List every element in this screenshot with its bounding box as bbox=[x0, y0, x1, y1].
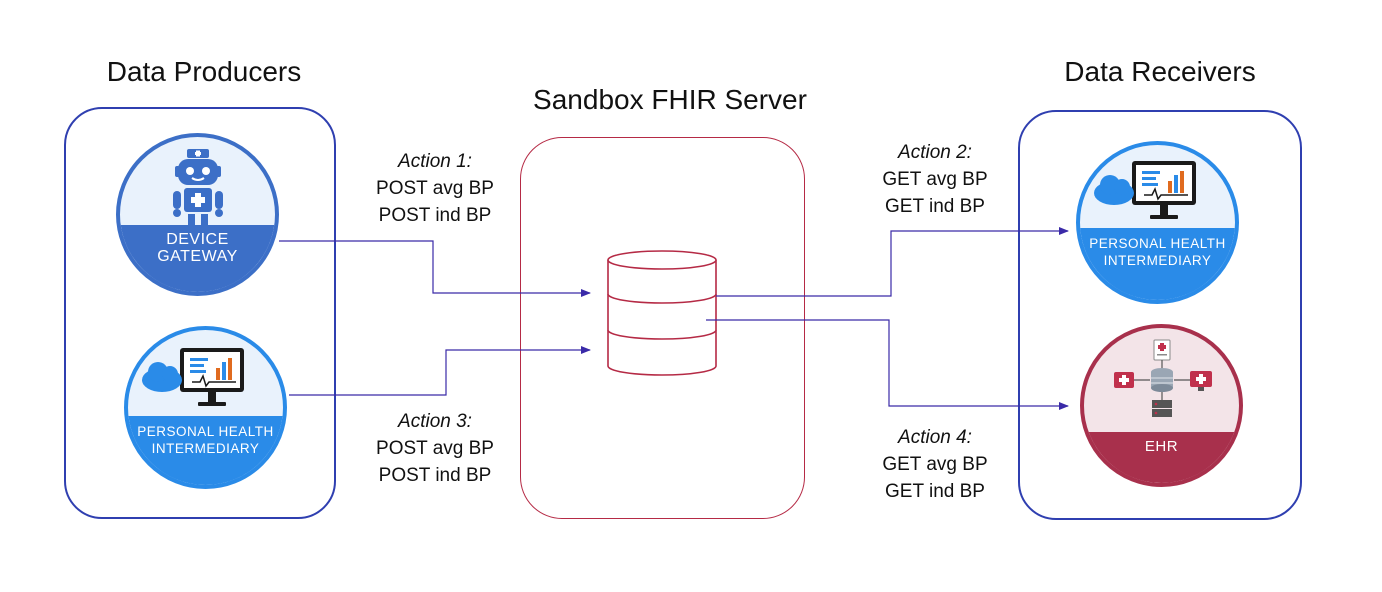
action-3-head: Action 3: bbox=[398, 411, 472, 432]
phi-receiver-label-line2: INTERMEDIARY bbox=[1103, 253, 1212, 268]
producers-title: Data Producers bbox=[106, 56, 302, 87]
phi-receiver-label: PERSONAL HEALTH INTERMEDIARY bbox=[1080, 228, 1235, 300]
device-gateway-label-line1: DEVICE bbox=[166, 231, 229, 248]
action-4-line2: GET ind BP bbox=[885, 481, 985, 502]
phi-producer-label-line2: INTERMEDIARY bbox=[151, 441, 260, 456]
action-4-arrow bbox=[706, 319, 1069, 410]
action-4-head: Action 4: bbox=[898, 427, 972, 448]
phi-producer-label: PERSONAL HEALTH INTERMEDIARY bbox=[128, 416, 283, 485]
device-gateway-label: DEVICE GATEWAY bbox=[120, 225, 275, 292]
action-3-line1: POST avg BP bbox=[376, 438, 494, 459]
device-gateway-label-line2: GATEWAY bbox=[157, 248, 238, 265]
action-3-label: Action 3: POST avg BP POST ind BP bbox=[355, 408, 515, 489]
ehr-node[interactable]: EHR bbox=[1080, 324, 1243, 487]
action-1-label: Action 1: POST avg BP POST ind BP bbox=[355, 148, 515, 229]
fhir-server-box bbox=[520, 137, 805, 519]
database-icon bbox=[607, 250, 717, 376]
server-title: Sandbox FHIR Server bbox=[533, 84, 807, 115]
cloud-monitor-icon bbox=[1094, 161, 1196, 219]
phi-receiver-label-line1: PERSONAL HEALTH bbox=[1089, 236, 1226, 251]
ehr-label: EHR bbox=[1084, 432, 1239, 483]
action-3-line2: POST ind BP bbox=[378, 465, 492, 486]
action-4-line1: GET avg BP bbox=[882, 454, 988, 475]
action-2-arrow bbox=[716, 227, 1069, 297]
data-receivers-group bbox=[1018, 110, 1302, 520]
cloud-monitor-icon bbox=[142, 348, 244, 406]
phi-producer-node[interactable]: PERSONAL HEALTH INTERMEDIARY bbox=[124, 326, 287, 489]
action-4-label: Action 4: GET avg BP GET ind BP bbox=[855, 424, 1015, 505]
action-2-line1: GET avg BP bbox=[882, 169, 988, 190]
action-1-line2: POST ind BP bbox=[378, 205, 492, 226]
action-3-arrow bbox=[289, 346, 591, 396]
action-1-line1: POST avg BP bbox=[376, 178, 494, 199]
device-gateway-node[interactable]: DEVICE GATEWAY bbox=[116, 133, 279, 296]
phi-producer-label-line1: PERSONAL HEALTH bbox=[137, 424, 274, 439]
action-2-head: Action 2: bbox=[898, 142, 972, 163]
phi-receiver-node[interactable]: PERSONAL HEALTH INTERMEDIARY bbox=[1076, 141, 1239, 304]
action-1-head: Action 1: bbox=[398, 151, 472, 172]
data-producers-group bbox=[64, 107, 336, 519]
action-2-label: Action 2: GET avg BP GET ind BP bbox=[855, 139, 1015, 220]
action-1-arrow bbox=[279, 240, 591, 297]
ehr-network-icon bbox=[1114, 339, 1212, 417]
action-2-line2: GET ind BP bbox=[885, 196, 985, 217]
receivers-title: Data Receivers bbox=[1064, 56, 1256, 87]
